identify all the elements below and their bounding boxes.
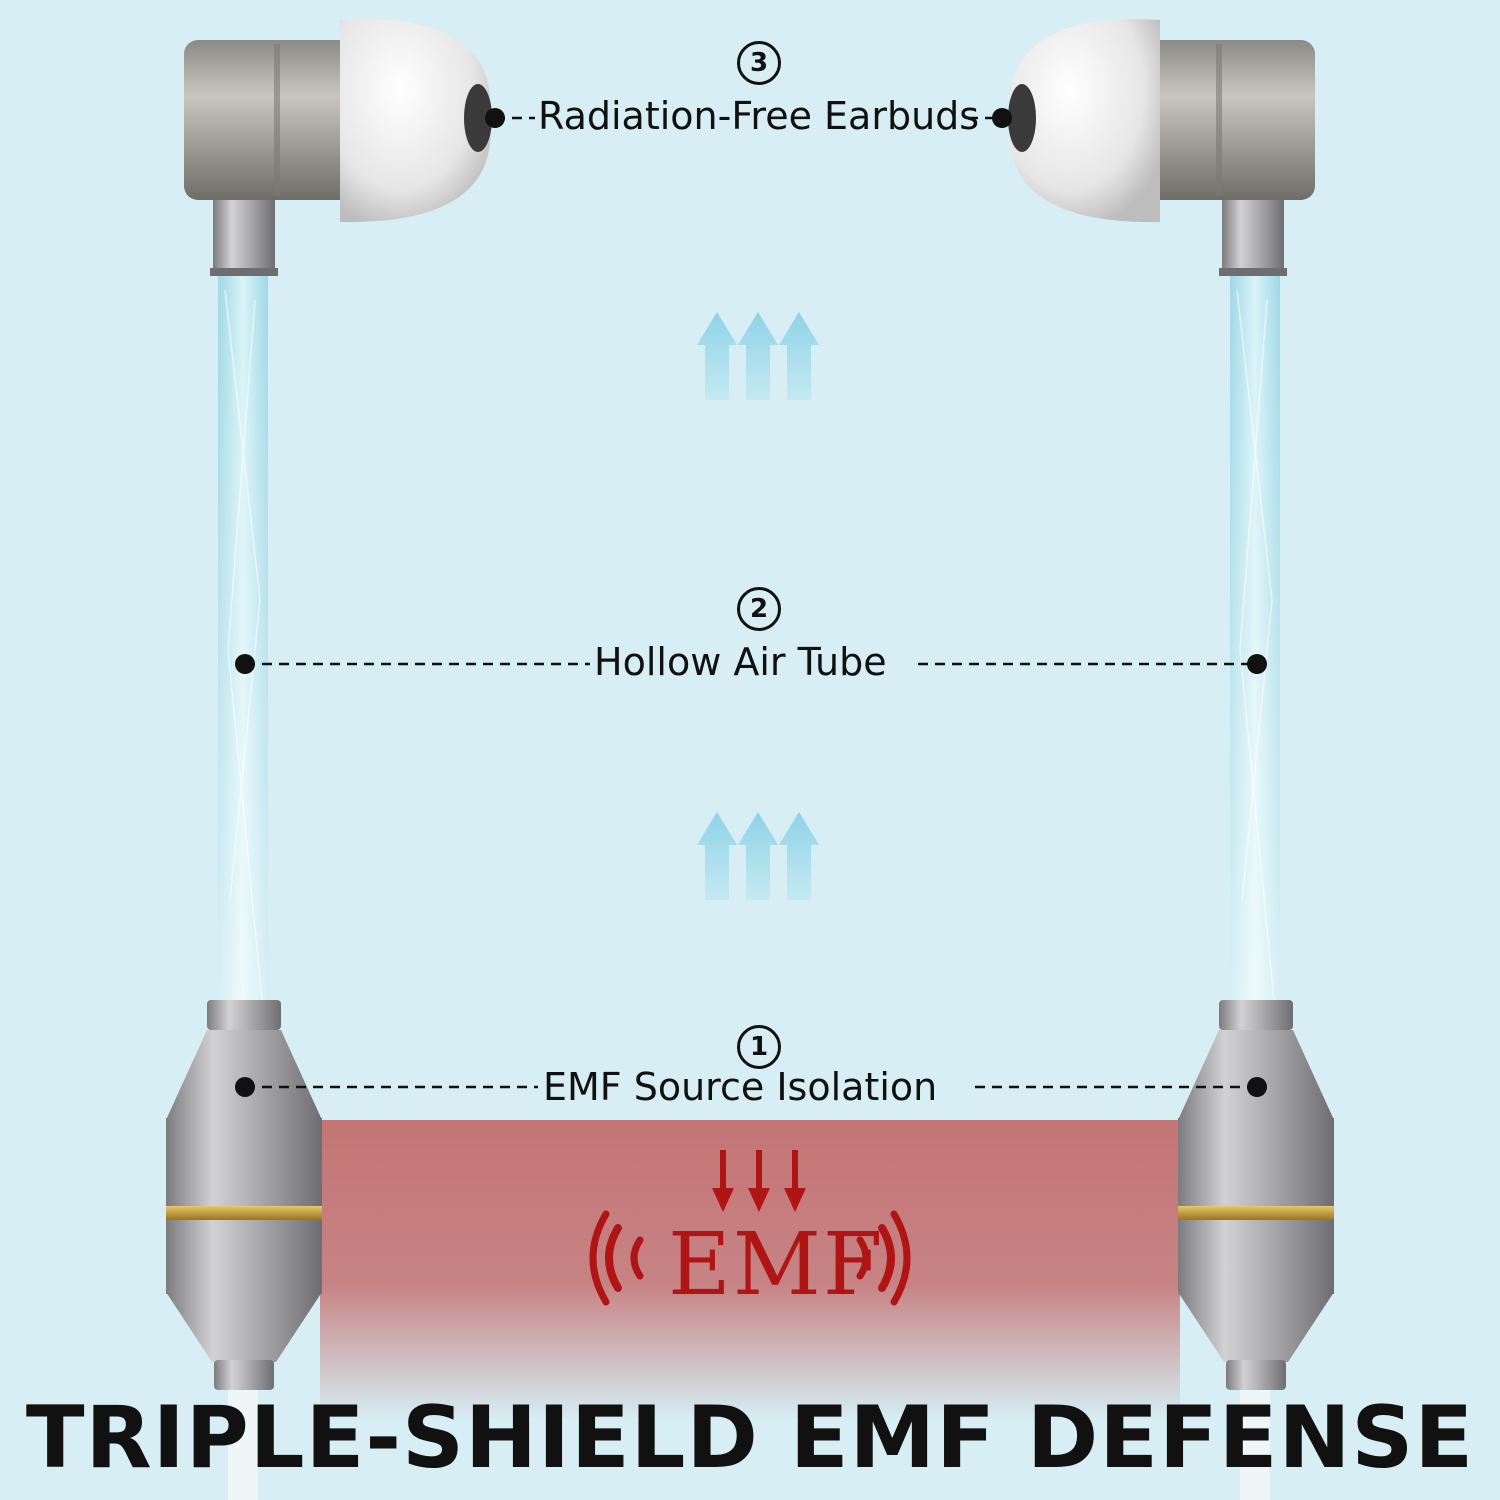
callout-number-tube: 2 <box>737 587 781 631</box>
left-earbud-icon <box>184 19 492 276</box>
emf-wave-icon <box>589 1210 911 1306</box>
left-isolation-housing <box>166 1000 322 1390</box>
callout-leader-earbuds <box>485 108 1012 128</box>
callout-leader-isolation <box>235 1077 1267 1097</box>
callout-number-earbuds: 3 <box>737 41 781 85</box>
callout-label-earbuds: Radiation-Free Earbuds <box>538 94 980 138</box>
callout-leader-tube <box>235 654 1267 674</box>
headline: TRIPLE-SHIELD EMF DEFENSE <box>25 1388 1475 1488</box>
emf-zone <box>320 1120 1180 1420</box>
right-cable <box>1240 1380 1270 1500</box>
airflow-arrow-icon <box>697 812 819 900</box>
airflow-arrow-icon <box>697 312 819 400</box>
down-arrow-icon <box>712 1150 806 1212</box>
left-cable <box>228 1380 258 1500</box>
right-isolation-housing <box>1178 1000 1334 1390</box>
callout-label-isolation: EMF Source Isolation <box>543 1065 938 1109</box>
callout-label-tube: Hollow Air Tube <box>594 640 887 684</box>
right-air-tube <box>1230 270 1280 1030</box>
right-earbud-icon <box>1008 19 1315 276</box>
callout-number-isolation: 1 <box>737 1025 781 1069</box>
left-air-tube <box>218 270 268 1030</box>
emf-badge-text: EMF <box>668 1215 885 1315</box>
